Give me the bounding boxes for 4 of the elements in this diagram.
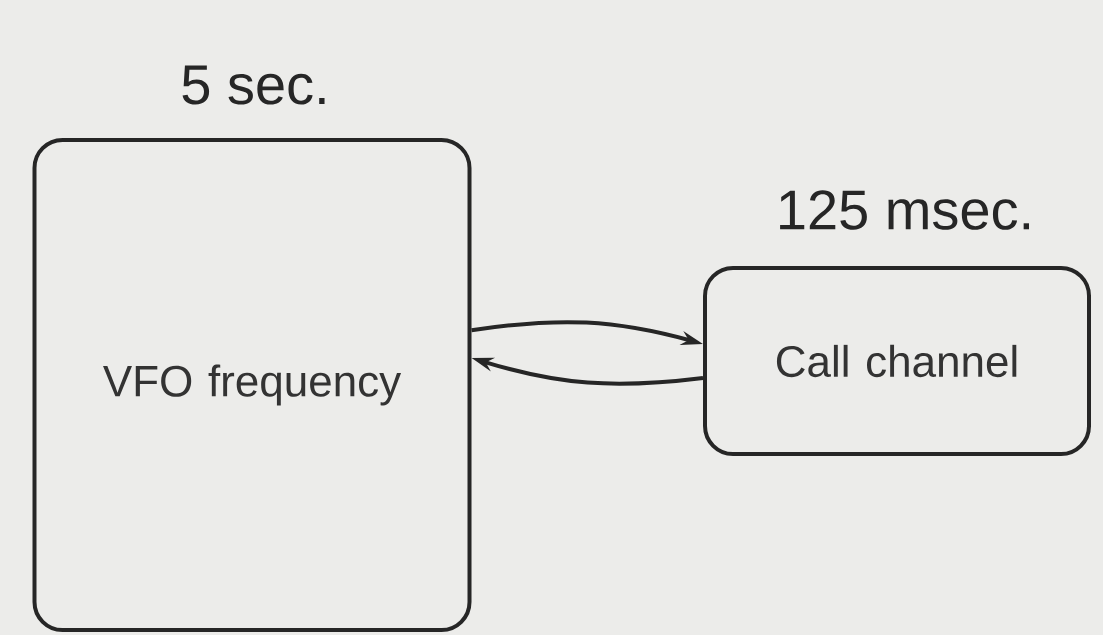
process-box: VFO frequency [32,138,472,632]
process-box: Call channel [703,266,1091,456]
duration-label: 5 sec. [182,65,325,105]
duration-label: 125 msec. [780,190,1029,230]
